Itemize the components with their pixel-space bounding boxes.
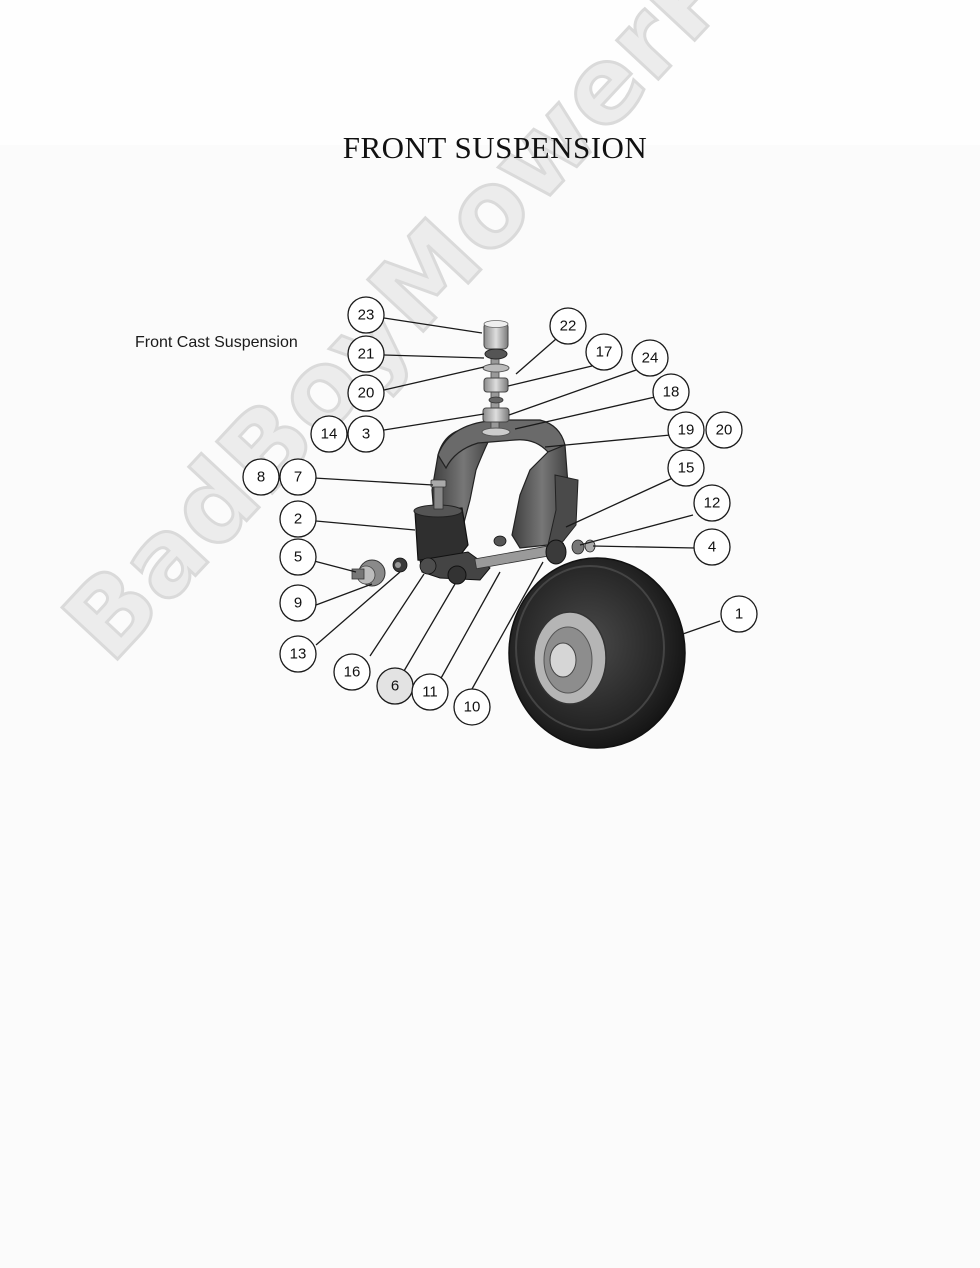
callout-3-circle	[347, 415, 385, 453]
callout-21: 21	[358, 346, 375, 363]
bolt-15	[493, 535, 507, 547]
callout-21-circle	[347, 335, 385, 373]
callout-20a-circle	[347, 374, 385, 412]
bearing-lower	[482, 407, 510, 423]
callout-20-right: 20	[716, 422, 733, 439]
callout-20: 20	[358, 385, 375, 402]
callout-17: 17	[596, 344, 613, 361]
callout-3: 3	[362, 426, 370, 443]
callout-15-circle	[667, 449, 705, 487]
callout-5: 5	[294, 549, 302, 566]
callout-15: 15	[678, 460, 695, 477]
detached-bushings	[351, 557, 408, 587]
callout-18-circle	[652, 373, 690, 411]
callout-18: 18	[663, 384, 680, 401]
callout-8: 8	[257, 469, 265, 486]
callout-12: 12	[704, 495, 721, 512]
spindle-stack	[481, 320, 511, 437]
callout-23-circle	[347, 296, 385, 334]
callout-1: 1	[735, 606, 743, 623]
callout-20b-circle	[705, 411, 743, 449]
wheel-hub	[549, 642, 577, 678]
callout-5-circle	[279, 538, 317, 576]
pivot-block	[413, 504, 469, 563]
callout-12-circle	[693, 484, 731, 522]
bolt-7	[430, 479, 447, 510]
bushing-16	[419, 557, 437, 575]
callout-16-circle	[333, 653, 371, 691]
callout-10-circle	[453, 688, 491, 726]
callout-8-circle	[242, 458, 280, 496]
callout-10: 10	[464, 699, 481, 716]
diagram-subtitle: Front Cast Suspension	[135, 334, 298, 351]
tire-wheel-assembly	[508, 557, 686, 749]
callout-14-circle	[310, 415, 348, 453]
callout-23: 23	[358, 307, 375, 324]
callout-14: 14	[321, 426, 338, 443]
callout-24-circle	[631, 339, 669, 377]
callout-6: 6	[391, 678, 399, 695]
callout-1-circle	[720, 595, 758, 633]
callout-4-circle	[693, 528, 731, 566]
bushing-right	[545, 539, 567, 565]
callout-13-circle	[279, 635, 317, 673]
callout-24: 24	[642, 350, 659, 367]
callout-11: 11	[422, 684, 438, 701]
callout-17-circle	[585, 333, 623, 371]
callout-19: 19	[678, 422, 695, 439]
spacer	[488, 396, 504, 404]
bearing-upper	[483, 377, 509, 393]
bushing-6	[447, 565, 467, 585]
spacer-12	[571, 539, 585, 555]
leader-lines	[313, 317, 721, 690]
callout-19-circle	[667, 411, 705, 449]
callout-11-circle	[411, 673, 449, 711]
callout-9-circle	[279, 584, 317, 622]
callout-22: 22	[560, 318, 577, 335]
callout-16: 16	[344, 664, 361, 681]
callout-7: 7	[294, 469, 302, 486]
washer-lower	[481, 427, 511, 437]
page-title: FRONT SUSPENSION	[342, 130, 648, 165]
callout-2: 2	[294, 511, 302, 528]
washer-upper	[482, 363, 510, 373]
callout-22-circle	[549, 307, 587, 345]
nut	[484, 348, 508, 360]
callout-13: 13	[290, 646, 307, 663]
callout-7-circle	[279, 458, 317, 496]
tire-tread-highlight	[515, 565, 665, 731]
axle-linkage	[419, 535, 596, 585]
callouts	[242, 296, 758, 726]
callout-2-circle	[279, 500, 317, 538]
callout-4: 4	[708, 539, 716, 556]
callout-9: 9	[294, 595, 302, 612]
